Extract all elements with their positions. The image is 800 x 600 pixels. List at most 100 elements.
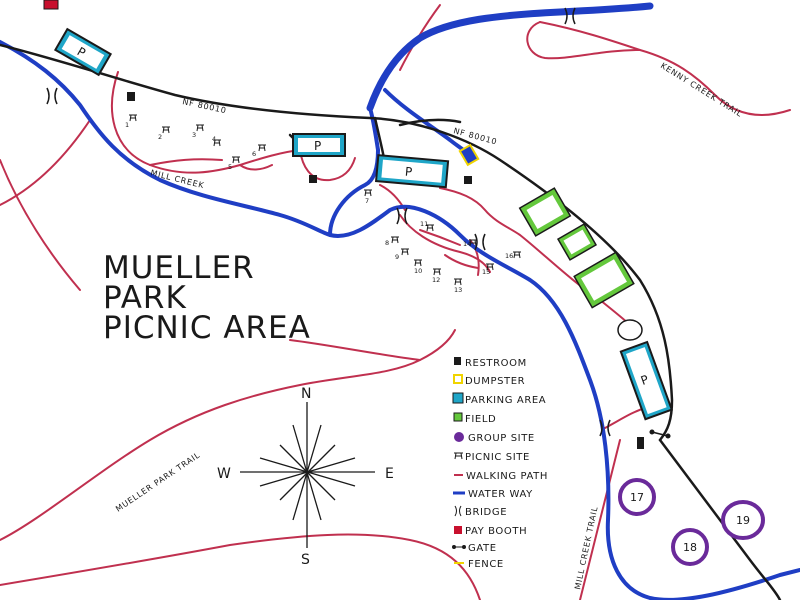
group-sites: 17 18 19: [618, 478, 765, 566]
title-line-1: MUELLER: [103, 250, 255, 286]
picnic-site-10: 10: [414, 259, 422, 275]
legend: RESTROOM DUMPSTER PARKING AREA FIELD GRO…: [452, 357, 548, 570]
legend-parking-label: PARKING AREA: [465, 395, 546, 406]
picnic-site-number: 5: [228, 163, 232, 171]
trail-label-mueller-park: MUELLER PARK TRAIL: [114, 450, 202, 513]
legend-water-label: WATER WAY: [468, 489, 533, 500]
picnic-site-15: 15: [482, 263, 494, 276]
picnic-site-13: 13: [454, 278, 462, 294]
map-title: MUELLER PARK PICNIC AREA: [103, 250, 310, 346]
picnic-site-6: 6: [252, 144, 266, 158]
group-site-18: 18: [671, 528, 709, 566]
bridges: [46, 7, 611, 437]
picnic-site-8: 8: [385, 236, 399, 247]
picnic-site-number: 12: [432, 276, 440, 284]
picnic-site-number: 11: [420, 220, 428, 228]
restroom-marker: [309, 175, 317, 183]
group-site-label: 17: [630, 491, 644, 504]
picnic-table-icon: [433, 268, 441, 276]
pay-booth-marker: [43, 0, 59, 10]
picnic-site-9: 9: [395, 248, 409, 261]
picnic-site-number: 13: [454, 286, 462, 294]
picnic-table-icon: [486, 263, 494, 271]
legend-gate-symbol: [452, 545, 466, 549]
picnic-site-12: 12: [432, 268, 441, 284]
legend-parking-symbol: [452, 392, 464, 404]
picnic-table-icon: [232, 156, 240, 164]
legend-field-label: FIELD: [465, 414, 496, 425]
picnic-table-icon: [454, 278, 462, 286]
picnic-table-icon: [258, 144, 266, 152]
picnic-site-7: 7: [364, 189, 372, 205]
picnic-site-number: 16: [505, 252, 513, 260]
legend-group-label: GROUP SITE: [468, 433, 535, 444]
legend-picnic-symbol: [454, 452, 463, 460]
legend-group-symbol: [454, 432, 464, 442]
picnic-site-16: 16: [505, 251, 521, 260]
legend-gate-label: GATE: [468, 543, 497, 554]
road-nf80010: [0, 43, 782, 600]
picnic-site-number: 1: [125, 121, 129, 129]
picnic-table-icon: [162, 126, 170, 134]
picnic-site-number: 7: [365, 197, 369, 205]
compass-west: W: [217, 466, 231, 482]
parking-area-3: P: [374, 154, 450, 189]
legend-dumpster-label: DUMPSTER: [465, 376, 525, 387]
picnic-site-number: 8: [385, 239, 389, 247]
picnic-table-icon: [364, 189, 372, 197]
legend-booth-label: PAY BOOTH: [465, 526, 527, 537]
picnic-site-3: 3: [192, 124, 204, 139]
picnic-table-icon: [391, 236, 399, 244]
legend-restroom-symbol: [454, 357, 461, 365]
parking-area-4: P: [619, 340, 674, 421]
picnic-site-number: 3: [192, 131, 196, 139]
restroom-marker: [464, 176, 472, 184]
parking-label: P: [314, 139, 321, 153]
group-site-17: 17: [618, 478, 656, 516]
picnic-site-1: 1: [125, 114, 137, 129]
picnic-site-number: 10: [414, 267, 422, 275]
picnic-site-4: 4: [212, 135, 221, 147]
parking-area-1: P: [53, 27, 113, 77]
picnic-site-11: 11: [420, 220, 434, 232]
field-3: [573, 251, 635, 309]
trail-label-kenny: KENNY CREEK TRAIL: [659, 61, 744, 119]
compass-north: N: [301, 386, 311, 402]
road-label-right: NF 80010: [452, 126, 498, 146]
compass-east: E: [385, 466, 394, 482]
group-site-19: 19: [721, 500, 765, 540]
parking-label: P: [639, 372, 651, 388]
restroom-marker: [637, 437, 644, 449]
parking-label: P: [404, 165, 412, 180]
walking-paths: [0, 4, 791, 600]
compass-south: S: [301, 552, 310, 568]
legend-fence-label: FENCE: [468, 559, 504, 570]
legend-bridge-symbol: [454, 505, 462, 517]
fields: [518, 187, 635, 309]
picnic-table-icon: [213, 139, 221, 147]
gates: [649, 429, 671, 439]
picnic-site-number: 4: [212, 135, 216, 143]
restrooms: [127, 92, 644, 449]
picnic-site-number: 15: [482, 268, 490, 276]
dumpster-marker: [458, 143, 480, 167]
compass-rose: [240, 402, 375, 548]
legend-field-symbol: [453, 412, 463, 422]
group-site-label: 18: [683, 541, 697, 554]
legend-booth-symbol: [454, 526, 462, 534]
picnic-site-2: 2: [158, 126, 170, 141]
group-site-label: 19: [736, 514, 750, 527]
picnic-table-icon: [196, 124, 204, 132]
legend-path-label: WALKING PATH: [466, 471, 548, 482]
restroom-marker: [127, 92, 135, 101]
picnic-site-14: 14: [463, 239, 477, 248]
picnic-site-number: 6: [252, 150, 256, 158]
legend-bridge-label: BRIDGE: [465, 507, 507, 518]
picnic-site-number: 9: [395, 253, 399, 261]
parking-areas: P P P P: [53, 27, 674, 421]
legend-restroom-label: RESTROOM: [465, 358, 527, 369]
road-label-upper: NF 80010: [182, 97, 228, 115]
picnic-site-5: 5: [228, 156, 240, 171]
